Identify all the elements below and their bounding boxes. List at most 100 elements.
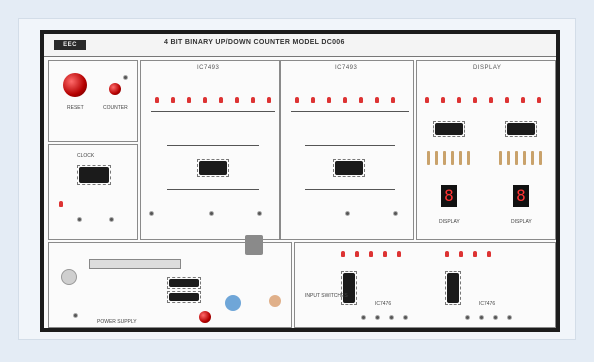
display-2-label: DISPLAY [511, 219, 532, 225]
power-supply-panel: POWER SUPPLY [48, 235, 292, 328]
counter-b-box [305, 145, 395, 146]
capacitor-icon [269, 295, 281, 307]
counter-b-led [327, 97, 331, 103]
display-led [441, 97, 445, 103]
input-led [459, 251, 463, 257]
counter-a-led [187, 97, 191, 103]
input-led [473, 251, 477, 257]
seven-segment-display-1: 8 [441, 185, 457, 207]
input-led [383, 251, 387, 257]
reset-button[interactable] [63, 73, 87, 97]
resistor [443, 151, 446, 165]
counter-b-post[interactable] [345, 211, 350, 216]
clock-led [59, 201, 63, 207]
resistor [427, 151, 430, 165]
display-led [457, 97, 461, 103]
board-title: 4 BIT BINARY UP/DOWN COUNTER MODEL DC006 [164, 39, 345, 46]
regulator-chip [167, 277, 201, 289]
counter-button[interactable] [109, 83, 121, 95]
counter-b-label: IC7493 [335, 65, 358, 71]
counter-a-box [167, 189, 259, 190]
display-led [489, 97, 493, 103]
clock-label: CLOCK [77, 153, 95, 159]
counter-b-led [391, 97, 395, 103]
resistor [539, 151, 542, 165]
counter-label: COUNTER [103, 105, 128, 111]
display-led [425, 97, 429, 103]
resistor [515, 151, 518, 165]
input-switch[interactable] [465, 315, 470, 320]
resistor [523, 151, 526, 165]
input-switch[interactable] [403, 315, 408, 320]
display-led [521, 97, 525, 103]
counter-a-led [171, 97, 175, 103]
counter-b-ic-chip [333, 159, 365, 177]
input-switch[interactable] [361, 315, 366, 320]
trainer-board: EEC 4 BIT BINARY UP/DOWN COUNTER MODEL D… [40, 30, 560, 332]
decoder-ic-chip [433, 121, 465, 137]
counter-b-led [375, 97, 379, 103]
capacitor-icon [225, 295, 241, 311]
resistor [459, 151, 462, 165]
input-switch[interactable] [389, 315, 394, 320]
input-led [341, 251, 345, 257]
seven-segment-display-2: 8 [513, 185, 529, 207]
counter-a-post[interactable] [209, 211, 214, 216]
resistor [499, 151, 502, 165]
input-led [445, 251, 449, 257]
reset-panel: RESET COUNTER [48, 60, 138, 142]
input-led [487, 251, 491, 257]
input-switch[interactable] [375, 315, 380, 320]
counter-a-led [267, 97, 271, 103]
power-switch[interactable] [199, 311, 211, 323]
power-supply-label: POWER SUPPLY [97, 319, 137, 325]
resistor [451, 151, 454, 165]
input-ic-chip [445, 271, 461, 305]
power-bus [89, 259, 181, 269]
resistor [467, 151, 470, 165]
counter-a-post[interactable] [149, 211, 154, 216]
counter-a-ic-chip [197, 159, 229, 177]
input-switch[interactable] [493, 315, 498, 320]
clock-ic-chip [77, 165, 111, 185]
counter-a-bus [151, 111, 275, 112]
counter-b-bus [291, 111, 409, 112]
clock-panel: CLOCK [48, 144, 138, 240]
ic-left-label: IC7476 [375, 301, 392, 307]
regulator-chip [167, 291, 201, 303]
title-bar: EEC 4 BIT BINARY UP/DOWN COUNTER MODEL D… [44, 34, 556, 57]
input-led [397, 251, 401, 257]
counter-a-led [251, 97, 255, 103]
counter-a-led [235, 97, 239, 103]
display-panel: DISPLAY 8 8 DISPLAY DISPLAY [416, 60, 556, 240]
display-led [537, 97, 541, 103]
counter-panel-b: IC7493 [280, 60, 414, 240]
decoder-ic-chip [505, 121, 537, 137]
input-switch[interactable] [507, 315, 512, 320]
input-led [355, 251, 359, 257]
reset-label: RESET [67, 105, 84, 111]
brand-logo: EEC [54, 40, 86, 50]
counter-b-led [311, 97, 315, 103]
terminal-post[interactable] [123, 75, 128, 80]
counter-a-led [203, 97, 207, 103]
resistor [531, 151, 534, 165]
display-led [473, 97, 477, 103]
counter-b-led [359, 97, 363, 103]
power-post[interactable] [73, 313, 78, 318]
counter-panel-a: IC7493 [140, 60, 280, 240]
input-switch[interactable] [479, 315, 484, 320]
input-switches-label: INPUT SWITCHES [305, 293, 348, 299]
counter-a-post[interactable] [257, 211, 262, 216]
clock-output-post[interactable] [77, 217, 82, 222]
counter-a-box [167, 145, 259, 146]
clock-output-post[interactable] [109, 217, 114, 222]
ic-right-label: IC7476 [479, 301, 496, 307]
counter-a-led [155, 97, 159, 103]
resistor [435, 151, 438, 165]
counter-a-led [219, 97, 223, 103]
counter-b-box [305, 189, 395, 190]
counter-a-label: IC7493 [197, 65, 220, 71]
counter-b-post[interactable] [393, 211, 398, 216]
display-label: DISPLAY [473, 65, 502, 71]
